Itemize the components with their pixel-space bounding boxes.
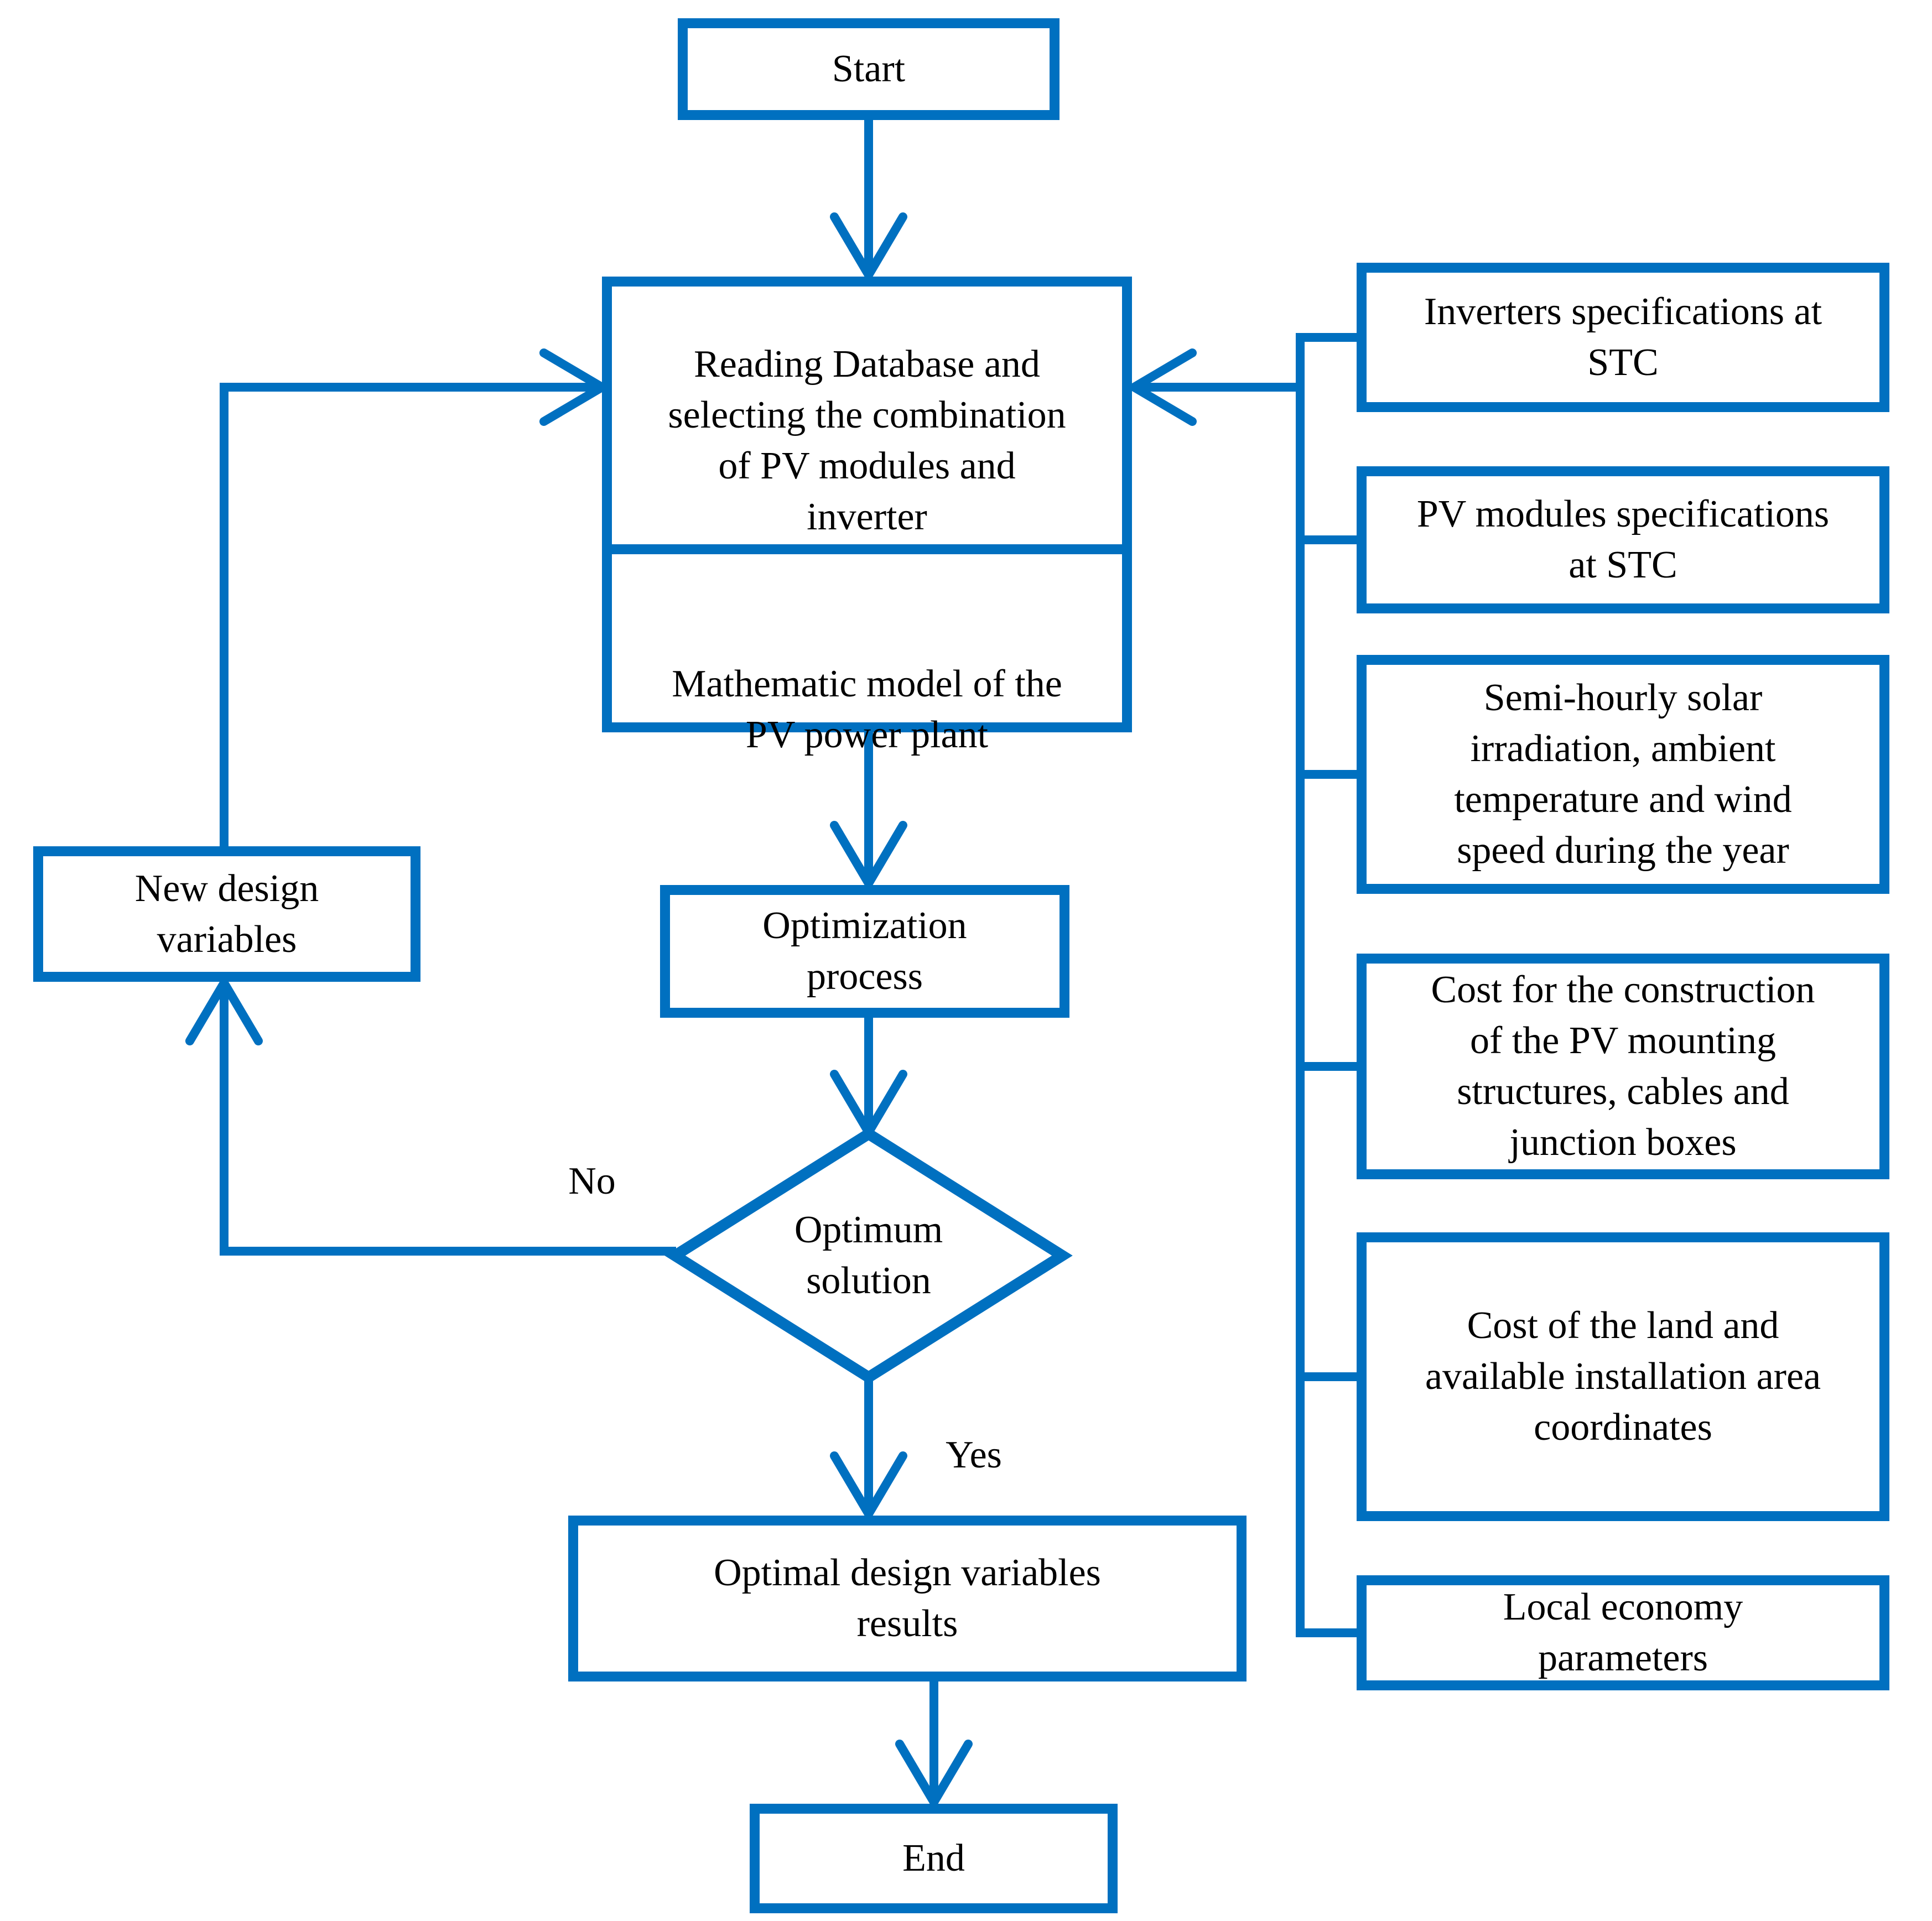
input-box-pv-module-specs: PV modules specifications at STC [1357,466,1889,613]
no-branch-label: No [568,1160,616,1202]
arrow-newdesign-to-reading [220,383,601,846]
arrow-no-branch [220,983,676,1256]
start-node: Start [678,18,1060,120]
arrowhead-model-to-optimization [830,821,907,892]
reading-and-model-node: Reading Database and selecting the combi… [602,277,1132,756]
input-box-inverters-specs: Inverters specifications at STC [1357,263,1889,412]
reading-database-section: Reading Database and selecting the combi… [612,337,1122,554]
arrowhead-start-to-reading [830,212,907,284]
math-model-section: Mathematic model of the PV power plant [672,663,1062,756]
input-box-weather-data: Semi-hourly solar irradiation, ambient t… [1357,655,1889,894]
arrowhead-results-to-end [895,1740,973,1811]
arrowhead-yes-branch [830,1451,907,1523]
arrowhead-inputs-to-reading [1125,348,1197,426]
input-box-local-economy: Local economy parameters [1357,1575,1889,1690]
input-box-land-cost: Cost of the land and available installat… [1357,1232,1889,1521]
end-node: End [750,1804,1118,1913]
yes-branch-label: Yes [946,1434,1002,1476]
decision-diamond-label: Optimum solution [794,1209,943,1302]
optimization-process-node: Optimization process [660,885,1069,1018]
decision-diamond-shape [664,1127,1073,1384]
optimal-results-node: Optimal design variables results [568,1516,1247,1681]
new-design-variables-node: New design variables [33,846,420,982]
arrowhead-no-branch [185,974,263,1045]
input-box-construction-cost: Cost for the construction of the PV moun… [1357,954,1889,1179]
